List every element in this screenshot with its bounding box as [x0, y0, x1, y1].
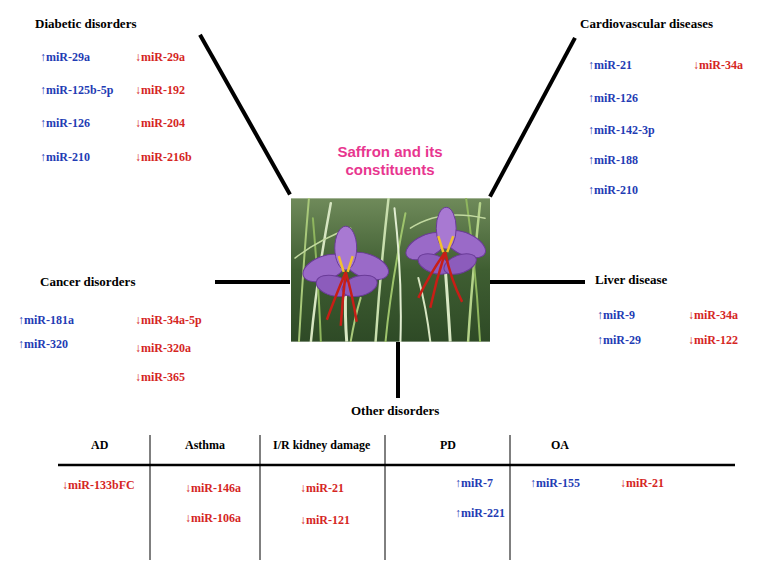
- center-title: Saffron and its constituents: [320, 143, 460, 179]
- mirna-up: ↑miR-155: [530, 476, 580, 490]
- mirna-up: ↑miR-221: [455, 506, 505, 520]
- mirna-down: ↓miR-216b: [135, 150, 192, 164]
- mirna-up: ↑miR-126: [588, 91, 638, 105]
- category-group: Liver disease ↑miR-9 ↑miR-29 ↓miR-34a ↓miR-1…: [585, 270, 750, 360]
- mirna-up: ↑miR-210: [40, 150, 90, 164]
- mirna-up: ↑miR-320: [18, 337, 68, 351]
- connector-line: [215, 280, 290, 284]
- mirna-down: ↓miR-320a: [135, 341, 191, 355]
- photo-ground: [291, 198, 490, 341]
- mirna-up: ↑miR-29a: [40, 50, 90, 64]
- group-heading: Cardiovascular diseases: [580, 16, 713, 32]
- table-header: OA: [551, 438, 569, 452]
- mirna-up: ↑miR-21: [588, 58, 632, 72]
- category-group: Cancer disorders ↑miR-181a ↑miR-320 ↓miR-34…: [15, 272, 215, 392]
- mirna-down: ↓miR-133bFC: [62, 478, 135, 492]
- category-table: Other disordersAD ↓miR-133bFC Asthma ↓miR-1…: [55, 398, 740, 563]
- mirna-down: ↓miR-106a: [185, 511, 241, 525]
- mirna-down: ↓miR-34a: [693, 58, 743, 72]
- group-heading: Cancer disorders: [40, 274, 135, 290]
- mirna-up: ↑miR-210: [588, 183, 638, 197]
- mirna-up: ↑miR-7: [455, 476, 493, 490]
- saffron-photo: [291, 198, 490, 342]
- mirna-up: ↑miR-9: [597, 308, 635, 322]
- mirna-up: ↑miR-29: [597, 333, 641, 347]
- mirna-up: ↑miR-125b-5p: [40, 83, 113, 97]
- table-header: PD: [440, 438, 456, 452]
- mirna-down: ↓miR-204: [135, 116, 185, 130]
- mirna-down: ↓miR-121: [300, 513, 350, 527]
- mirna-up: ↑miR-126: [40, 116, 90, 130]
- connector-line: [490, 38, 575, 197]
- table-divider: [150, 435, 151, 560]
- connector-line: [396, 342, 400, 398]
- mirna-up: ↑miR-142-3p: [588, 123, 655, 137]
- mirna-down: ↓miR-34a: [688, 308, 738, 322]
- table-header: AD: [91, 438, 108, 452]
- center-node: Saffron and its constituents: [290, 140, 490, 342]
- category-group: Diabetic disorders ↑miR-29a ↑miR-125b-5p ↑m…: [15, 14, 200, 174]
- crocus-flower: [402, 207, 490, 341]
- crocus-flower: [299, 226, 392, 341]
- mirna-down: ↓miR-21: [620, 476, 664, 490]
- category-group: Cardiovascular diseases ↑miR-21 ↑miR-126 ↑m…: [575, 14, 765, 204]
- mirna-down: ↓miR-21: [300, 481, 344, 495]
- mirna-down: ↓miR-34a-5p: [135, 313, 202, 327]
- connector-line: [200, 35, 290, 195]
- group-heading: Other disorders: [351, 403, 439, 419]
- table-header: I/R kidney damage: [273, 438, 370, 452]
- table-divider: [260, 435, 261, 560]
- mirna-up: ↑miR-188: [588, 153, 638, 167]
- table-header: Asthma: [185, 438, 225, 452]
- mirna-up: ↑miR-181a: [18, 313, 74, 327]
- mirna-down: ↓miR-29a: [135, 50, 185, 64]
- grass-blades: [295, 198, 485, 341]
- mirna-down: ↓miR-365: [135, 370, 185, 384]
- table-divider: [510, 435, 511, 560]
- group-heading: Diabetic disorders: [35, 16, 136, 32]
- table-divider: [385, 435, 386, 560]
- group-heading: Liver disease: [595, 272, 667, 288]
- mirna-down: ↓miR-192: [135, 83, 185, 97]
- mirna-down: ↓miR-122: [688, 333, 738, 347]
- mirna-down: ↓miR-146a: [185, 481, 241, 495]
- table-rule: [58, 464, 735, 467]
- connector-line: [490, 280, 585, 284]
